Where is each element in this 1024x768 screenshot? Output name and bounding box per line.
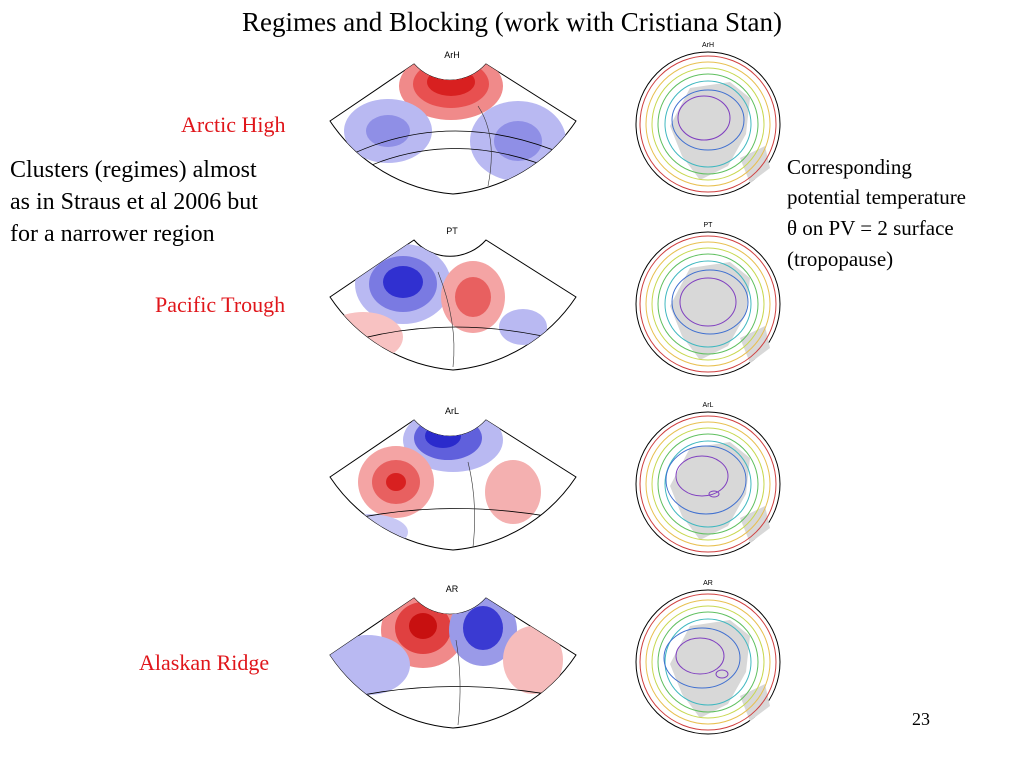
regime-label-pacific-trough: Pacific Trough (155, 292, 286, 317)
fan-tag-arctic-low: ArL (445, 406, 459, 416)
slide-title: Regimes and Blocking (work with Cristian… (242, 7, 782, 37)
left-note-line-3: for a narrower region (10, 221, 215, 247)
polar-map-pacific-trough: PT (635, 222, 781, 377)
fan-map-alaskan-ridge: AR (329, 582, 577, 729)
page-number: 23 (912, 709, 930, 729)
polar-tag-arctic-high: ArH (702, 42, 714, 49)
left-note-line-2: as in Straus et al 2006 but (10, 189, 258, 215)
fan-tag-arctic-high: ArH (444, 50, 460, 60)
fan-map-arctic-low: ArL (329, 404, 577, 551)
polar-map-arctic-high: ArH (635, 42, 781, 197)
polar-map-alaskan-ridge: AR (635, 580, 781, 735)
fan-tag-alaskan-ridge: AR (446, 584, 459, 594)
right-note-line-3: θ on PV = 2 surface (787, 216, 954, 240)
fan-map-pacific-trough: PT (329, 224, 577, 371)
right-note-line-4: (tropopause) (787, 247, 894, 271)
polar-tag-arctic-low: ArL (703, 402, 714, 409)
regime-label-arctic-high: Arctic High (181, 112, 286, 137)
polar-tag-pacific-trough: PT (704, 222, 714, 229)
right-note-line-1: Corresponding (787, 155, 912, 179)
regime-label-alaskan-ridge: Alaskan Ridge (139, 650, 270, 675)
left-note-line-1: Clusters (regimes) almost (10, 157, 257, 183)
fan-tag-pacific-trough: PT (446, 226, 458, 236)
polar-tag-alaskan-ridge: AR (703, 580, 713, 587)
polar-map-arctic-low: ArL (635, 402, 781, 557)
right-note-line-2: potential temperature (787, 185, 967, 209)
fan-map-arctic-high: ArH (329, 48, 577, 195)
